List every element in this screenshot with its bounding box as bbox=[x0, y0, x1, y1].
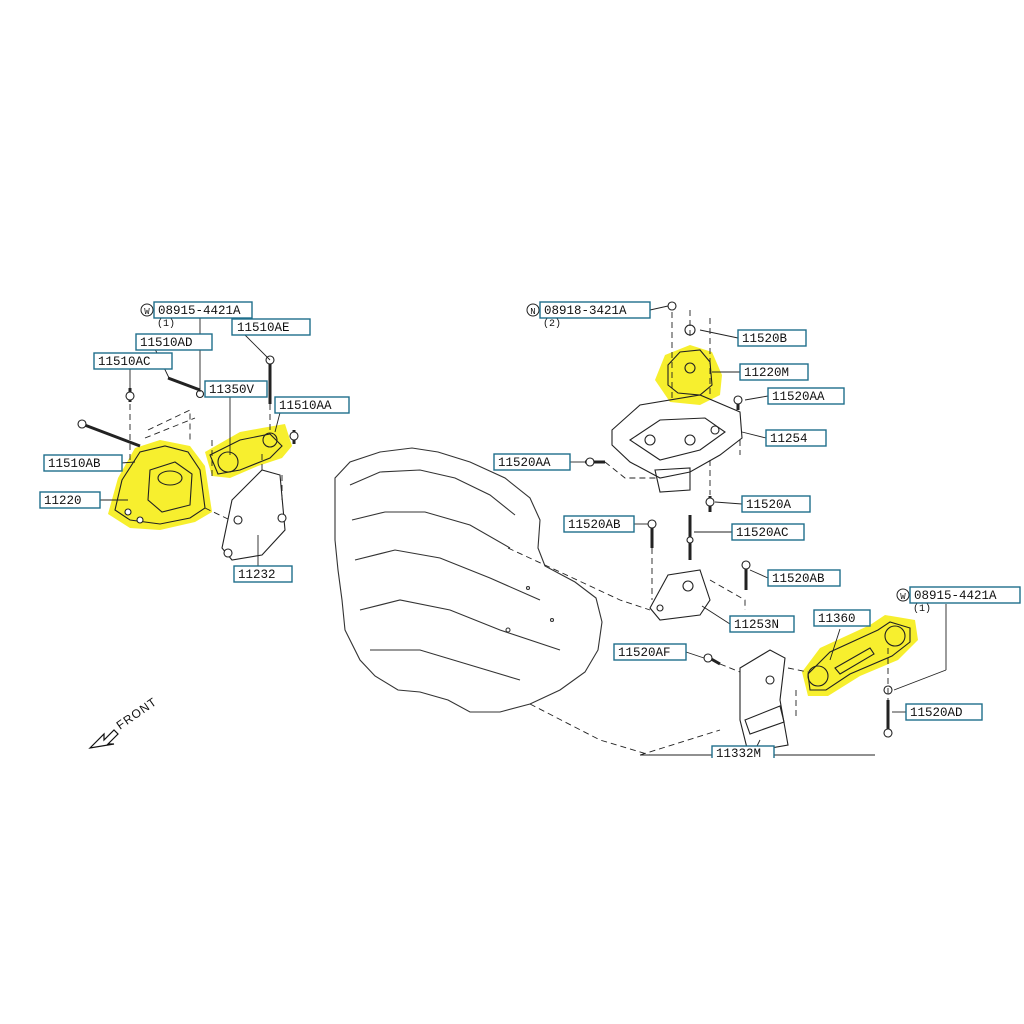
svg-text:11520AF: 11520AF bbox=[618, 646, 671, 660]
svg-text:11232: 11232 bbox=[238, 568, 276, 582]
svg-text:(1): (1) bbox=[913, 603, 931, 615]
bolt-11510aa bbox=[289, 430, 299, 444]
part-11332m-bracket bbox=[739, 649, 789, 753]
svg-text:11520AC: 11520AC bbox=[736, 526, 789, 540]
label-11510ae: 11510AE bbox=[231, 318, 311, 336]
label-11520ad: 11520AD bbox=[905, 703, 983, 721]
svg-text:11253N: 11253N bbox=[734, 618, 779, 632]
bolt-11520aa-right bbox=[733, 395, 743, 410]
svg-text:11520AA: 11520AA bbox=[498, 456, 551, 470]
label-11360: 11360 bbox=[813, 609, 871, 627]
label-11510ad: 11510AD bbox=[135, 333, 213, 351]
svg-text:11520AB: 11520AB bbox=[568, 518, 621, 532]
svg-text:11220: 11220 bbox=[44, 494, 82, 508]
label-11520aa-right: 11520AA bbox=[767, 387, 845, 405]
bolt-11520a bbox=[705, 496, 715, 512]
label-08918: N 08918-3421A (2) bbox=[526, 301, 651, 330]
label-08915-right: W 08915-4421A (1) bbox=[896, 586, 1021, 615]
svg-text:11520AD: 11520AD bbox=[910, 706, 963, 720]
engine-block bbox=[334, 447, 603, 713]
svg-text:(1): (1) bbox=[157, 318, 175, 330]
svg-text:08915-4421A: 08915-4421A bbox=[158, 304, 241, 318]
front-arrow-icon bbox=[88, 729, 119, 749]
svg-text:W: W bbox=[144, 307, 150, 317]
svg-text:11520B: 11520B bbox=[742, 332, 788, 346]
svg-text:11520A: 11520A bbox=[746, 498, 792, 512]
svg-text:11360: 11360 bbox=[818, 612, 856, 626]
svg-text:11254: 11254 bbox=[770, 432, 808, 446]
label-11520ab-right: 11520AB bbox=[767, 569, 841, 587]
svg-text:FRONT: FRONT bbox=[114, 694, 160, 732]
svg-text:W: W bbox=[900, 592, 906, 602]
label-11220: 11220 bbox=[39, 491, 101, 509]
svg-text:11510AE: 11510AE bbox=[237, 321, 290, 335]
highlight-11220m bbox=[655, 345, 722, 405]
bolt-11520ad bbox=[883, 700, 893, 738]
svg-text:11510AB: 11510AB bbox=[48, 457, 101, 471]
svg-text:11220M: 11220M bbox=[744, 366, 789, 380]
part-11254-bracket bbox=[611, 394, 743, 493]
bolt-11520ab-right bbox=[741, 560, 751, 590]
svg-text:08918-3421A: 08918-3421A bbox=[544, 304, 627, 318]
bolt-11510ab bbox=[77, 419, 141, 448]
svg-text:N: N bbox=[530, 307, 535, 317]
part-11253n-bracket bbox=[649, 569, 711, 621]
svg-text:11520AB: 11520AB bbox=[772, 572, 825, 586]
bolt-11520ab-left bbox=[647, 519, 657, 548]
label-11220m: 11220M bbox=[739, 363, 809, 381]
label-11520aa-left: 11520AA bbox=[493, 453, 571, 471]
part-11350v-link bbox=[209, 432, 283, 475]
label-11254: 11254 bbox=[765, 429, 827, 447]
part-11232-bracket bbox=[221, 469, 287, 561]
label-11510ab: 11510AB bbox=[43, 454, 123, 472]
svg-text:11510AA: 11510AA bbox=[279, 399, 332, 413]
svg-text:11520AA: 11520AA bbox=[772, 390, 825, 404]
label-11520af: 11520AF bbox=[613, 643, 687, 661]
bolt-11510ac bbox=[125, 388, 135, 402]
highlight-11220 bbox=[108, 440, 212, 530]
highlight-11360 bbox=[802, 615, 918, 696]
label-11510ac: 11510AC bbox=[93, 352, 173, 370]
bolt-11520ac bbox=[686, 515, 694, 560]
svg-text:08915-4421A: 08915-4421A bbox=[914, 589, 997, 603]
label-11520ac: 11520AC bbox=[731, 523, 805, 541]
front-indicator: FRONT bbox=[88, 694, 160, 749]
svg-text:11510AC: 11510AC bbox=[98, 355, 151, 369]
svg-text:11510AD: 11510AD bbox=[140, 336, 193, 350]
bolt-11520aa-left bbox=[585, 457, 605, 467]
label-11510aa-left: 11510AA bbox=[274, 396, 350, 414]
label-08915-left: W 08915-4421A (1) bbox=[140, 301, 253, 330]
svg-text:11332M: 11332M bbox=[716, 747, 761, 761]
label-11520b: 11520B bbox=[737, 329, 807, 347]
bolt-11520af bbox=[703, 653, 721, 666]
label-11520a: 11520A bbox=[741, 495, 811, 513]
part-11360-torque-rod bbox=[807, 621, 911, 691]
highlight-11350v bbox=[205, 424, 292, 478]
label-11350v: 11350V bbox=[204, 380, 268, 398]
label-11520ab-left: 11520AB bbox=[563, 515, 635, 533]
label-11232: 11232 bbox=[233, 565, 293, 583]
label-11253n: 11253N bbox=[729, 615, 795, 633]
svg-text:11350V: 11350V bbox=[209, 383, 255, 397]
nut-08918 bbox=[667, 301, 677, 311]
bolt-11510ad bbox=[167, 376, 205, 399]
svg-text:(2): (2) bbox=[543, 318, 561, 330]
